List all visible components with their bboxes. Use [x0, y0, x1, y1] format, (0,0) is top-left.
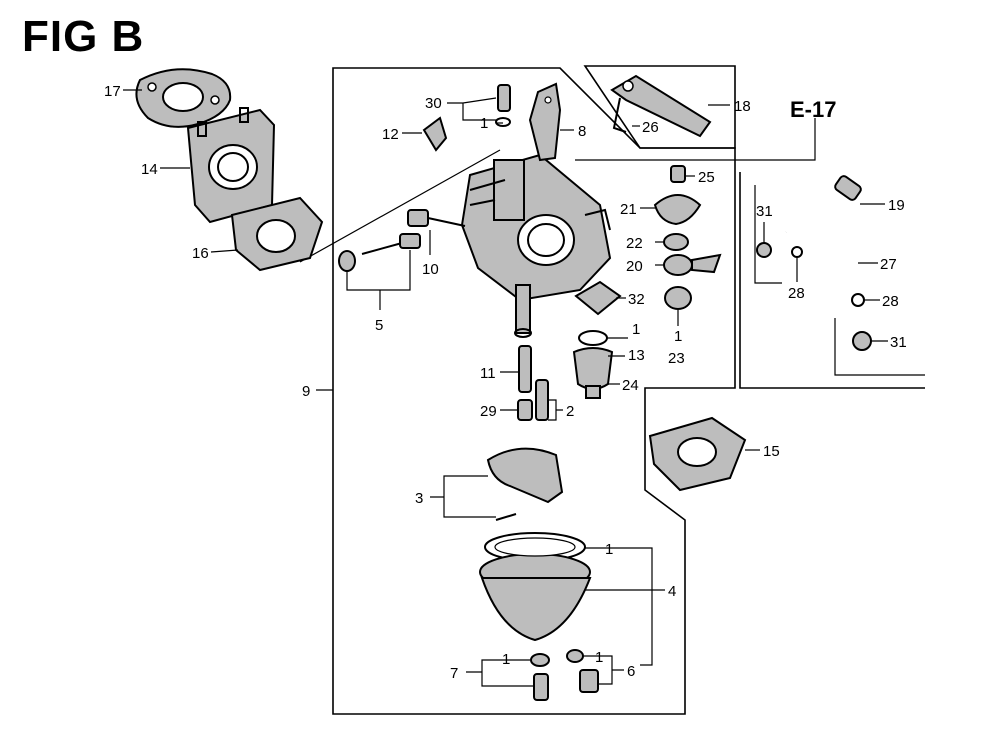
lever-frame: [583, 65, 736, 149]
hose-inner-frame-a: [754, 185, 782, 284]
callout-26: 26: [642, 119, 659, 136]
callout-25: 25: [698, 169, 715, 186]
callout-19: 19: [888, 197, 905, 214]
callout-2: 2: [566, 403, 574, 420]
main-assembly-frame: [332, 67, 736, 715]
callout-9: 9: [302, 383, 310, 400]
part-22-washer: [663, 233, 689, 251]
part-17-gasket: [135, 68, 232, 128]
insulator-guide-line: [299, 149, 501, 263]
callout-15: 15: [763, 443, 780, 460]
part-7-drain-bolt: [530, 653, 550, 701]
callout-13: 13: [628, 347, 645, 364]
callout-31-lower: 31: [890, 334, 907, 351]
part-14-insulator: [186, 107, 276, 224]
callout-3: 3: [415, 490, 423, 507]
callout-1-middle: 1: [632, 321, 640, 338]
part-27-hose: [783, 188, 858, 266]
callout-14: 14: [141, 161, 158, 178]
callout-1-right: 1: [674, 328, 682, 345]
callout-28-left: 28: [788, 285, 805, 302]
part-12-clip: [422, 116, 448, 152]
part-1-oring-middle: [578, 330, 608, 346]
part-24-cup: [572, 347, 614, 399]
part-5-pilot-screw: [338, 233, 421, 272]
callout-labels: 17 14 16 30 1 12 8 18 26 25 21 22 20 10 …: [104, 83, 907, 682]
callout-21: 21: [620, 201, 637, 218]
part-32-filter: [574, 280, 622, 316]
callout-31-upper: 31: [756, 203, 773, 220]
callout-28-right: 28: [882, 293, 899, 310]
callout-16: 16: [192, 245, 209, 262]
callout-4: 4: [668, 583, 676, 600]
callout-1-screw: 1: [595, 649, 603, 666]
part-20-valve: [663, 253, 722, 276]
callout-22: 22: [626, 235, 643, 252]
part-8-lever: [528, 82, 562, 162]
leader-lines: [123, 89, 888, 687]
part-1-washer-top: [495, 117, 511, 127]
callout-1-drain: 1: [502, 651, 510, 668]
callout-20: 20: [626, 258, 643, 275]
float-parts-frame: [575, 140, 816, 161]
part-3-float: [486, 447, 564, 521]
callout-23: 23: [668, 350, 685, 367]
callout-10: 10: [422, 261, 439, 278]
part-6-drain-screw: [566, 649, 599, 693]
part-18-arm: [610, 74, 712, 138]
part-31-clamp-b: [852, 331, 872, 351]
callout-8: 8: [578, 123, 586, 140]
callout-5: 5: [375, 317, 383, 334]
part-4-float-chamber: [479, 532, 592, 642]
carburetor-body: [460, 153, 612, 338]
callout-1-top: 1: [480, 115, 488, 132]
callout-32: 32: [628, 291, 645, 308]
part-29-washer: [517, 399, 533, 421]
callout-17: 17: [104, 83, 121, 100]
part-28-clip-b: [851, 293, 865, 307]
callout-18: 18: [734, 98, 751, 115]
callout-29: 29: [480, 403, 497, 420]
part-21-cover: [653, 194, 702, 226]
part-10-screw: [407, 209, 466, 227]
callout-11: 11: [480, 365, 496, 382]
fig-title: FIG B: [22, 12, 145, 61]
hose-frame: [739, 172, 925, 389]
callout-30: 30: [425, 95, 442, 112]
part-28-clip-a: [791, 246, 803, 258]
part-2-jet: [535, 379, 549, 421]
callout-27: 27: [880, 256, 897, 273]
callout-24: 24: [622, 377, 639, 394]
hose-inner-frame-b: [834, 318, 925, 376]
callout-12: 12: [382, 126, 399, 143]
callout-1-chamber: 1: [605, 541, 613, 558]
part-11-nozzle: [518, 345, 532, 393]
reference-label: E-17: [790, 97, 837, 122]
part-19-clip: [834, 175, 862, 201]
callout-7: 7: [450, 665, 458, 682]
part-30-screw: [497, 84, 511, 112]
part-31-clamp-a: [756, 242, 772, 258]
callout-6: 6: [627, 663, 635, 680]
part-23-nut: [664, 286, 692, 310]
part-25-screw: [670, 165, 686, 183]
part-15-gasket: [648, 416, 747, 492]
